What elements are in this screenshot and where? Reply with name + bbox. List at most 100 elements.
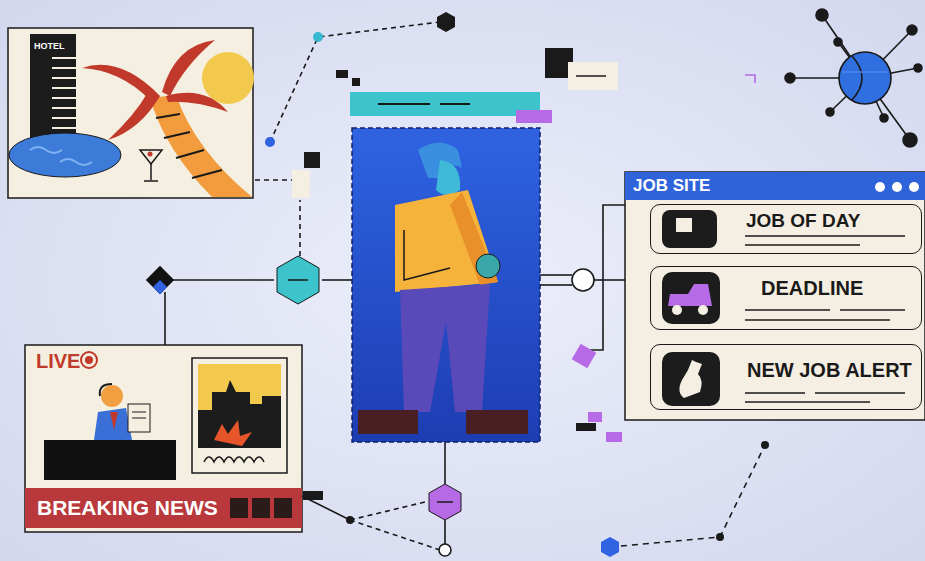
news-broadcast	[252, 498, 270, 518]
wire-dots	[576, 423, 596, 431]
news-broadcast	[128, 404, 150, 432]
wire-dots	[146, 266, 174, 294]
hotel-picture	[156, 114, 222, 178]
hotel-picture	[30, 34, 76, 144]
hotel-picture	[52, 127, 76, 129]
wire-dots	[352, 78, 360, 86]
wire-dots	[588, 412, 602, 422]
job-site-window	[745, 309, 830, 311]
hotel-picture	[8, 28, 254, 198]
job-site-window	[815, 392, 905, 394]
job-site-window	[840, 309, 905, 311]
globe-icon	[842, 71, 888, 73]
news-broadcast	[132, 418, 146, 419]
hotel-picture	[52, 97, 76, 99]
person-figure	[404, 230, 450, 280]
news-broadcast	[198, 364, 281, 448]
job-site-window	[909, 182, 919, 192]
globe-icon	[914, 64, 922, 72]
hotel-picture	[52, 87, 76, 89]
news-panel: LIVE BREAKING NEWS	[25, 345, 302, 532]
globe-icon	[834, 38, 842, 46]
wire	[610, 445, 765, 547]
wire-dots	[437, 501, 453, 503]
wire-dots	[572, 344, 597, 369]
job-site-window	[698, 305, 708, 315]
news-broadcast	[100, 384, 112, 396]
hotel-picture	[108, 92, 160, 140]
person-figure	[350, 92, 552, 442]
hotel-picture	[150, 95, 252, 197]
wire-dots	[277, 256, 319, 304]
news-broadcast	[204, 457, 264, 462]
job-site-window	[745, 235, 905, 237]
job-site-window	[875, 182, 885, 192]
wire-dots	[437, 12, 455, 32]
globe-icon	[852, 56, 862, 100]
hotel-picture	[52, 67, 76, 69]
wire-dots	[745, 75, 755, 83]
wire-dots	[601, 537, 619, 557]
news-broadcast	[132, 412, 146, 413]
globe-icon	[839, 52, 891, 104]
wire-dots	[429, 484, 461, 520]
news-broadcast	[198, 380, 281, 448]
wire-dots	[146, 266, 174, 294]
globe-icon	[903, 133, 917, 147]
person-figure	[466, 410, 528, 434]
job-site-window	[892, 182, 902, 192]
wire	[350, 520, 440, 550]
globe-icon	[907, 25, 917, 35]
label-text: LIVE	[36, 350, 80, 372]
news-broadcast	[44, 440, 176, 480]
news-broadcast	[101, 385, 123, 407]
wire-dots	[153, 280, 167, 294]
news-broadcast	[81, 352, 97, 368]
wire-dots	[292, 170, 310, 198]
globe-icon	[816, 9, 828, 21]
hotel-picture	[202, 52, 254, 104]
wire	[322, 279, 352, 281]
hotel-picture	[164, 132, 190, 138]
hotel-panel: HOTEL	[8, 28, 253, 198]
wire	[540, 274, 572, 276]
wire	[164, 292, 166, 345]
hotel-picture	[52, 57, 76, 59]
label-text: NEW JOB ALERT	[747, 359, 912, 381]
news-broadcast	[214, 420, 252, 446]
wire-dots	[572, 344, 597, 369]
hotel-picture	[52, 58, 76, 128]
wire-dots	[336, 70, 348, 78]
news-broadcast	[25, 345, 302, 532]
news-band: BREAKING NEWS	[25, 488, 302, 528]
hotel-picture	[166, 93, 228, 112]
wire	[444, 520, 446, 544]
wire	[299, 200, 301, 256]
hotel-picture	[144, 180, 158, 182]
job-site-window	[668, 284, 712, 306]
label-text: BREAKING NEWS	[37, 496, 218, 519]
person-figure	[516, 110, 552, 123]
hotel-picture	[30, 147, 92, 165]
news-broadcast	[110, 412, 118, 430]
person-figure	[400, 284, 490, 412]
person-figure	[358, 410, 418, 434]
label-text: JOB SITE	[633, 177, 710, 196]
label-text: DEADLINE	[761, 277, 863, 299]
hotel-picture	[9, 133, 121, 177]
wire	[540, 284, 572, 286]
news-broadcast	[25, 345, 302, 532]
job-site-window	[679, 360, 702, 398]
person-figure	[440, 103, 470, 105]
globe-icon	[785, 9, 922, 147]
wire-dots	[288, 279, 308, 281]
job-item: JOB OF DAY	[650, 204, 922, 254]
news-broadcast	[192, 358, 287, 473]
job-site-window	[672, 305, 682, 315]
wire-dots	[716, 533, 724, 541]
wire-dots	[313, 32, 323, 42]
wire-dots	[606, 432, 622, 442]
hotel-picture	[52, 117, 76, 119]
